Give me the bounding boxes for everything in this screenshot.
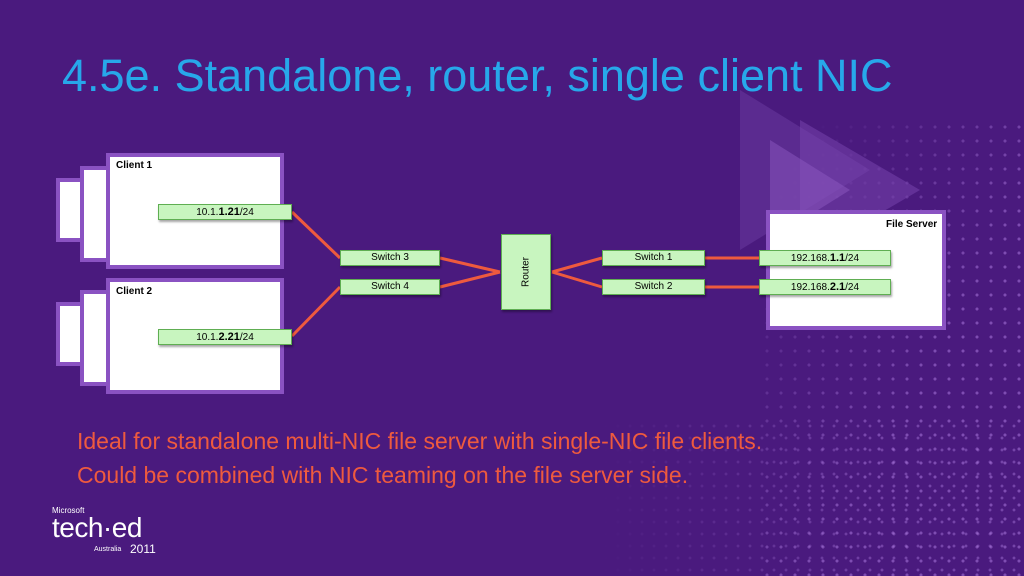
client1-nic: 10.1.1.21/24 — [158, 204, 292, 220]
logo-year: 2011 — [130, 542, 156, 556]
file-server-nic1-suffix: /24 — [845, 253, 860, 264]
caption-line-1: Ideal for standalone multi-NIC file serv… — [77, 428, 763, 454]
logo-region: Australia — [94, 546, 122, 553]
slide-title: 4.5e. Standalone, router, single client … — [62, 50, 893, 101]
client2-ip-bold: 2.21 — [218, 331, 240, 343]
file-server-nic2-prefix: 192.168. — [790, 282, 830, 293]
router-label: Router — [520, 256, 532, 288]
client2-ip-prefix: 10.1. — [196, 332, 219, 343]
logo-event: tech·ed — [52, 512, 142, 543]
switch3-box: Switch 3 — [340, 250, 440, 266]
client1-ip-suffix: /24 — [239, 207, 254, 218]
file-server-nic2-suffix: /24 — [845, 282, 860, 293]
file-server-nic2: 192.168.2.1/24 — [759, 279, 891, 295]
client1-ip-bold: 1.21 — [218, 206, 240, 218]
client1-label: Client 1 — [116, 160, 153, 171]
client2-label: Client 2 — [116, 286, 153, 297]
file-server-nic1-prefix: 192.168. — [790, 253, 830, 264]
file-server-nic2-bold: 2.1 — [829, 281, 846, 293]
file-server-nic1-bold: 1.1 — [829, 252, 846, 264]
client1-ip-prefix: 10.1. — [196, 207, 219, 218]
switch1-box: Switch 1 — [602, 250, 705, 266]
client2-ip-suffix: /24 — [239, 332, 254, 343]
switch4-box: Switch 4 — [340, 279, 440, 295]
router-box: Router — [501, 234, 551, 310]
background-dot-pattern-bottom — [600, 420, 1020, 576]
caption-line-2: Could be combined with NIC teaming on th… — [77, 462, 689, 488]
file-server-nic1: 192.168.1.1/24 — [759, 250, 891, 266]
logo-vendor: Microsoft — [52, 506, 85, 515]
slide-caption: Ideal for standalone multi-NIC file serv… — [77, 424, 762, 492]
client2-nic: 10.1.2.21/24 — [158, 329, 292, 345]
switch2-box: Switch 2 — [602, 279, 705, 295]
file-server-panel — [766, 210, 946, 330]
file-server-label: File Server — [886, 219, 938, 230]
